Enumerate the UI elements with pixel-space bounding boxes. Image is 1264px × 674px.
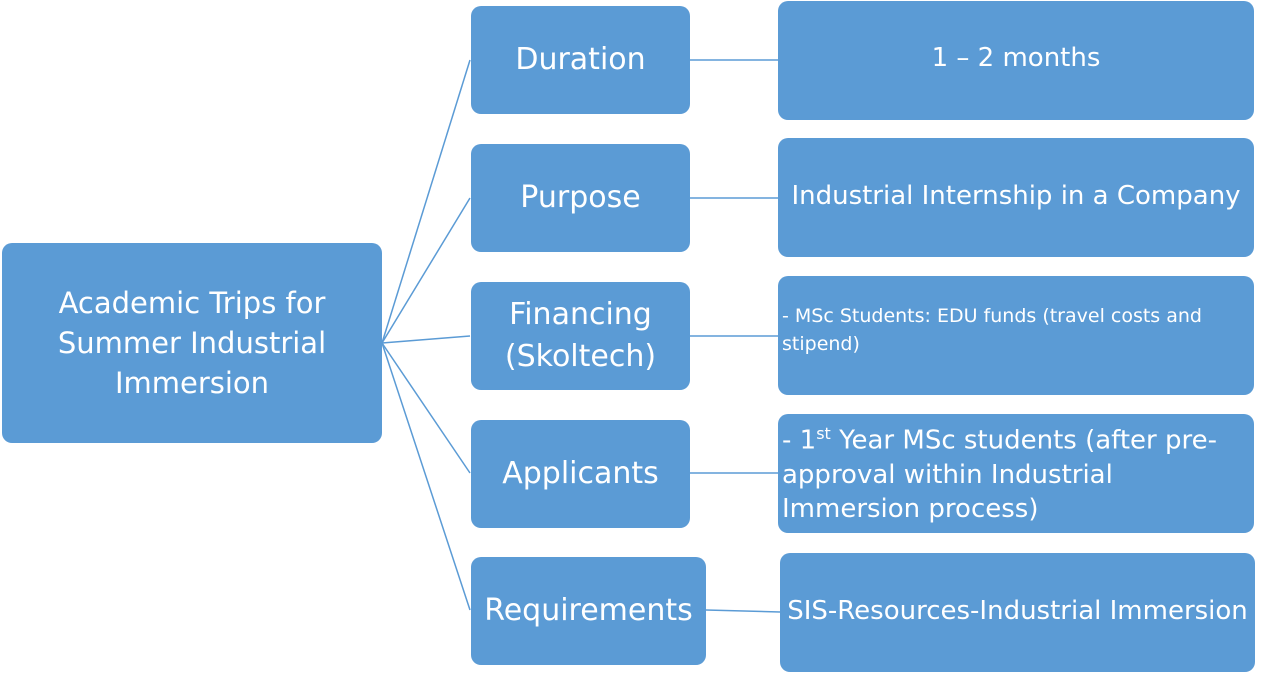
category-duration-label: Duration: [515, 42, 646, 77]
detail-applicants-rest: Year MSc students (after pre-approval wi…: [782, 425, 1218, 524]
connector-root-applicants: [381, 342, 471, 474]
category-financing-label: Financing (Skoltech): [504, 297, 657, 374]
root-node: Academic Trips for Summer Industrial Imm…: [2, 243, 382, 443]
category-requirements-label: Requirements: [484, 593, 693, 628]
connector-requirements-detail: [705, 609, 781, 613]
detail-applicants-sup: st: [816, 424, 831, 444]
category-applicants: Applicants: [471, 420, 690, 528]
category-applicants-label: Applicants: [502, 456, 659, 491]
category-requirements: Requirements: [471, 557, 706, 665]
detail-purpose-text: Industrial Internship in a Company: [791, 180, 1241, 211]
detail-purpose: Industrial Internship in a Company: [778, 138, 1254, 257]
detail-requirements: SIS-Resources-Industrial Immersion: [780, 553, 1255, 672]
detail-applicants: - 1st Year MSc students (after pre-appro…: [778, 414, 1254, 533]
category-duration: Duration: [471, 6, 690, 114]
detail-duration-text: 1 – 2 months: [931, 43, 1101, 73]
connector-root-duration: [381, 59, 471, 344]
category-purpose: Purpose: [471, 144, 690, 252]
root-node-label: Academic Trips for Summer Industrial Imm…: [57, 286, 327, 400]
connector-root-requirements: [381, 342, 471, 611]
category-financing: Financing (Skoltech): [471, 282, 690, 390]
connector-root-financing: [381, 335, 471, 344]
detail-financing-text: - MSc Students: EDU funds (travel costs …: [782, 304, 1202, 355]
detail-requirements-text: SIS-Resources-Industrial Immersion: [787, 595, 1248, 626]
detail-applicants-text: - 1st Year MSc students (after pre-appro…: [778, 417, 1246, 526]
connector-root-purpose: [381, 197, 471, 344]
category-purpose-label: Purpose: [520, 180, 641, 215]
detail-applicants-prefix: - 1: [782, 425, 817, 456]
detail-duration: 1 – 2 months: [778, 1, 1254, 120]
detail-financing: - MSc Students: EDU funds (travel costs …: [778, 276, 1254, 395]
